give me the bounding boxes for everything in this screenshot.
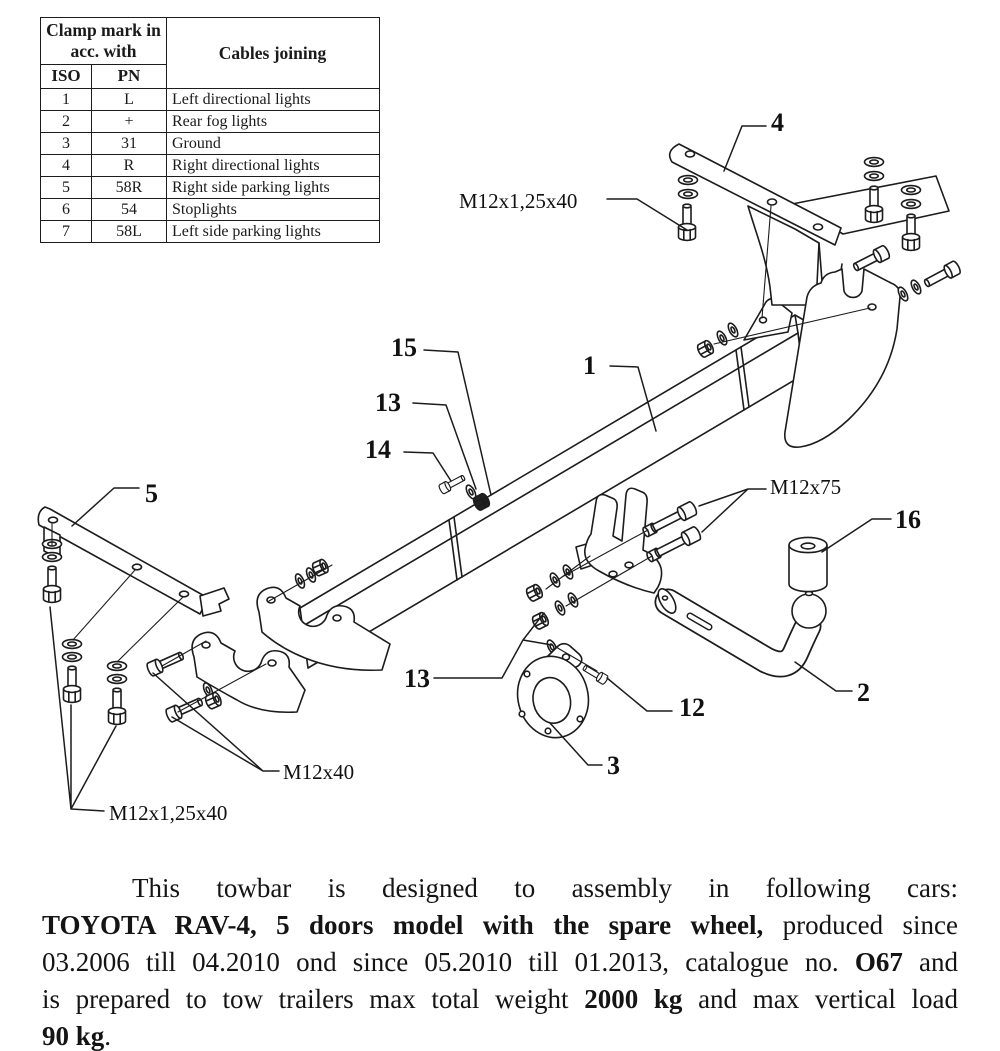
cell-pn: + <box>91 110 167 133</box>
label-part-16: 16 <box>895 505 921 534</box>
cell-cables: Right side parking lights <box>166 176 380 199</box>
leader-m12-125x40-bottom <box>49 606 117 812</box>
cell-cables: Right directional lights <box>166 154 380 177</box>
table-row: 2 + Rear fog lights <box>40 110 380 133</box>
paragraph-text: is prepared to tow trailers max total we… <box>42 984 585 1014</box>
table-row: 5 58R Right side parking lights <box>40 176 380 199</box>
cell-iso: 4 <box>40 154 92 177</box>
leader-part-16 <box>821 518 892 553</box>
alignment-lines <box>51 205 871 713</box>
cell-cables: Left directional lights <box>166 88 380 111</box>
leader-m12x75 <box>698 488 767 533</box>
leader-part-3 <box>549 722 603 766</box>
cell-iso: 1 <box>40 88 92 111</box>
paragraph-text: . <box>104 1021 112 1051</box>
cell-pn: L <box>91 88 167 111</box>
left-side-plates <box>191 586 391 714</box>
label-part-12: 12 <box>679 693 705 722</box>
left-bracket-part-5 <box>37 506 230 617</box>
paragraph-line-5: 90 kg. <box>42 1018 958 1051</box>
label-part-5: 5 <box>145 479 158 508</box>
leader-part-15 <box>423 349 492 496</box>
max-weight-bold: 2000 kg <box>584 984 683 1014</box>
label-part-13a: 13 <box>375 388 401 417</box>
towball-arm-part-2 <box>654 588 827 678</box>
paragraph-line-4: is prepared to tow trailers max total we… <box>42 981 958 1018</box>
towbar-exploded-diagram: 4 M12x1,25x40 15 1 13 14 5 M12x75 16 13 … <box>37 108 963 825</box>
description-paragraph: This towbar is designed to assembly in f… <box>42 870 958 1051</box>
label-part-15: 15 <box>391 333 417 362</box>
table-header-cables: Cables joining <box>166 17 380 89</box>
cell-pn: 58L <box>91 220 167 243</box>
label-part-2: 2 <box>857 678 870 707</box>
cell-cables: Rear fog lights <box>166 110 380 133</box>
label-m12-125x40-top: M12x1,25x40 <box>459 189 577 213</box>
crossbar-part-1 <box>299 314 820 669</box>
paragraph-text: This towbar is designed to assembly in f… <box>132 873 958 903</box>
paragraph-text: produced since <box>763 910 958 940</box>
table-header-pn: PN <box>91 64 167 89</box>
label-m12-125x40-bottom: M12x1,25x40 <box>109 801 227 825</box>
label-m12x75: M12x75 <box>770 475 841 499</box>
cell-iso: 6 <box>40 198 92 221</box>
diagram-labels: 4 M12x1,25x40 15 1 13 14 5 M12x75 16 13 … <box>109 108 921 825</box>
leader-part-2 <box>794 661 853 692</box>
paragraph-text: 03.2006 till 04.2010 ond since 05.2010 t… <box>42 947 855 977</box>
table-row: 7 58L Left side parking lights <box>40 220 380 243</box>
label-part-4: 4 <box>771 108 784 137</box>
label-part-14: 14 <box>365 435 391 464</box>
label-part-13b: 13 <box>404 664 430 693</box>
table-row: 4 R Right directional lights <box>40 154 380 177</box>
leader-m12x40 <box>152 672 280 772</box>
table-header-clamp-mark: Clamp mark in acc. with <box>40 17 167 65</box>
paragraph-text: and max vertical load <box>682 984 958 1014</box>
leader-part-5 <box>71 487 140 527</box>
leader-part-14 <box>403 451 452 482</box>
paragraph-line-2: TOYOTA RAV-4, 5 doors model with the spa… <box>42 907 958 944</box>
paragraph-line-3: 03.2006 till 04.2010 ond since 05.2010 t… <box>42 944 958 981</box>
cell-cables: Ground <box>166 132 380 155</box>
table-row: 6 54 Stoplights <box>40 198 380 221</box>
label-part-1: 1 <box>583 351 596 380</box>
table-header-iso: ISO <box>40 64 92 89</box>
leader-part-1 <box>609 365 657 432</box>
cell-iso: 5 <box>40 176 92 199</box>
clamp-mark-table: Clamp mark in acc. with Cables joining I… <box>40 17 380 243</box>
cell-pn: 31 <box>91 132 167 155</box>
cell-iso: 3 <box>40 132 92 155</box>
table-row: 1 L Left directional lights <box>40 88 380 111</box>
cell-pn: 58R <box>91 176 167 199</box>
cell-pn: R <box>91 154 167 177</box>
table-row: 3 31 Ground <box>40 132 380 155</box>
label-m12x40: M12x40 <box>283 760 354 784</box>
paragraph-line-1: This towbar is designed to assembly in f… <box>42 870 958 907</box>
paragraph-text: and <box>902 947 958 977</box>
vehicle-model-bold: TOYOTA RAV-4, 5 doors model with the spa… <box>42 910 764 940</box>
label-part-3: 3 <box>607 751 620 780</box>
leader-part-13b <box>433 612 553 679</box>
leader-part-13a <box>412 402 477 490</box>
max-vertical-load-bold: 90 kg <box>42 1021 105 1051</box>
cell-pn: 54 <box>91 198 167 221</box>
cell-cables: Left side parking lights <box>166 220 380 243</box>
leader-part-4 <box>723 125 767 172</box>
cell-cables: Stoplights <box>166 198 380 221</box>
catalogue-number-bold: O67 <box>854 947 903 977</box>
leader-part-12 <box>606 677 673 712</box>
ball-cover-part-16 <box>788 536 828 593</box>
leader-m12-125x40-top <box>606 198 688 231</box>
leader-lines <box>49 125 892 812</box>
cell-iso: 7 <box>40 220 92 243</box>
cell-iso: 2 <box>40 110 92 133</box>
socket-plate-part-3 <box>516 642 610 739</box>
